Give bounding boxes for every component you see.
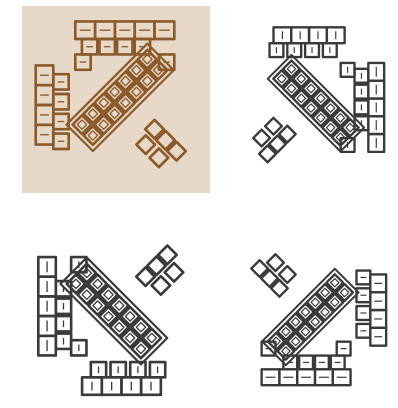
- layout-option-1[interactable]: [22, 6, 210, 193]
- floorplan-icon: [230, 6, 398, 193]
- layout-option-2[interactable]: [230, 6, 398, 193]
- floorplan-icon: [22, 6, 210, 193]
- layout-option-3[interactable]: [22, 222, 210, 408]
- layout-option-4[interactable]: [230, 222, 398, 408]
- floorplan-icon: [230, 222, 398, 408]
- floorplan-icon: [22, 222, 210, 408]
